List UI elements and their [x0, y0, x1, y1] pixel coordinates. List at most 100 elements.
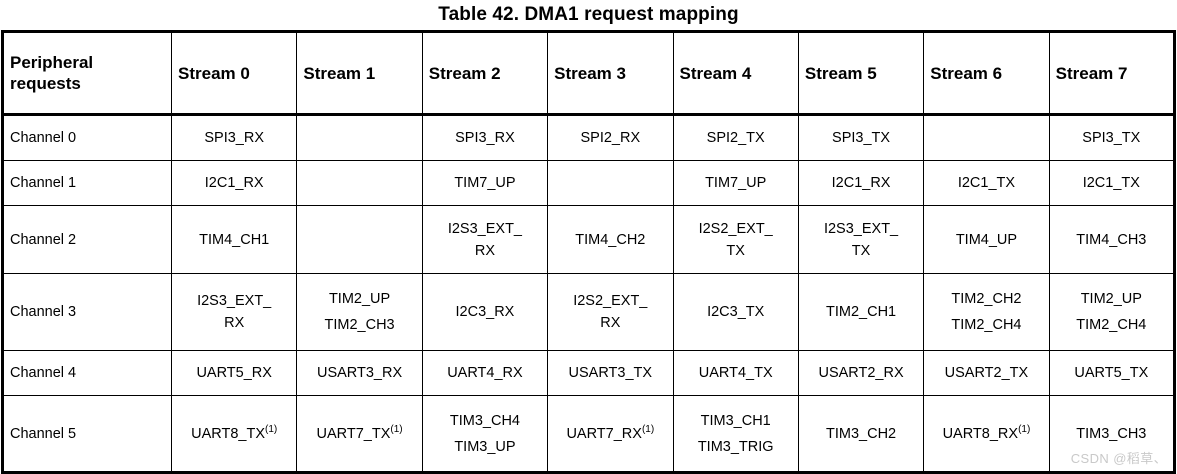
cell-ch3-stream2: I2C3_RX	[421, 273, 549, 351]
cell-ch3-stream0: I2S3_EXT_ RX	[170, 273, 298, 351]
cell-line: TIM4_UP	[955, 231, 1018, 248]
cell-content: I2C1_RX	[178, 170, 290, 196]
cell-content: I2S3_EXT_RX	[429, 218, 541, 262]
cell-line: TIM7_UP	[705, 175, 767, 191]
cell-line: I2C3_TX	[707, 304, 765, 320]
cell-line: I2S2_EXT_	[698, 220, 773, 237]
cell-line: TIM2_CH3	[324, 317, 395, 333]
cell-line: TIM7_UP	[454, 175, 516, 191]
column-header-stream-4: Stream 4	[672, 31, 799, 116]
cell-line: TIM4_CH2	[575, 231, 646, 248]
cell-ch2-stream2: I2S3_EXT_RX	[421, 205, 549, 274]
cell-line: TIM4_CH1	[199, 231, 270, 248]
column-header-stream-0: Stream 0	[170, 31, 298, 116]
cell-line: SPI3_RX	[455, 130, 515, 146]
cell-content: SPI3_TX	[805, 125, 917, 151]
cell-content: TIM3_CH3	[1056, 421, 1167, 447]
cell-content: TIM7_UP	[429, 170, 541, 196]
cell-ch2-stream5: I2S3_EXT_ TX	[797, 205, 925, 274]
cell-content: I2S3_EXT_ TX	[805, 218, 917, 262]
cell-line: TIM2_CH4	[951, 317, 1022, 333]
cell-line: I2S2_EXT_	[573, 293, 648, 309]
table-row: Channel 1 I2C1_RX TIM7_UP TIM7_UP I2C1_RX I2C…	[2, 160, 1176, 206]
cell-line: I2C1_RX	[204, 175, 264, 191]
footnote-marker: (1)	[390, 423, 403, 435]
cell-line: RX	[474, 242, 496, 259]
cell-content: UART8_RX(1)	[930, 421, 1042, 447]
cell-ch5-stream7: TIM3_CH3	[1048, 395, 1176, 473]
cell-line: TX	[726, 242, 745, 259]
cell-line: TIM2_UP	[1080, 291, 1142, 307]
cell-ch5-stream6: UART8_RX(1)	[923, 395, 1050, 473]
cell-ch4-stream6: USART2_TX	[923, 350, 1050, 396]
cell-line: UART4_TX	[698, 365, 773, 381]
cell-line: SPI3_RX	[204, 130, 265, 146]
cell-line: TIM2_UP	[328, 291, 391, 307]
cell-line: TX	[851, 242, 871, 259]
cell-line: I2S3_EXT_	[823, 220, 899, 237]
cell-line: I2S3_EXT_	[197, 293, 272, 309]
page-title: Table 42. DMA1 request mapping	[438, 4, 739, 25]
cell-line: TIM3_CH1	[700, 412, 771, 429]
cell-line: I2C1_TX	[957, 175, 1016, 191]
cell-ch4-stream2: UART4_RX	[421, 350, 549, 396]
cell-ch0-stream3: SPI2_RX	[547, 114, 674, 161]
cell-line: TIM3_TRIG	[697, 438, 774, 455]
cell-content: UART4_TX	[680, 360, 792, 386]
cell-content: UART7_RX(1)	[554, 421, 666, 447]
row-header-channel-1: Channel 1	[2, 160, 172, 206]
cell-line: USART2_RX	[818, 365, 904, 381]
cell-line: UART7_RX(1)	[566, 423, 655, 442]
cell-ch3-stream7: TIM2_UP TIM2_CH4	[1048, 273, 1176, 351]
cell-line: TIM3_UP	[454, 438, 516, 455]
cell-content: TIM3_CH2	[805, 421, 917, 447]
cell-line: TIM3_CH4	[449, 412, 520, 429]
cell-ch4-stream7: UART5_TX	[1048, 350, 1176, 396]
cell-line: TIM2_CH1	[826, 304, 897, 320]
cell-line: USART3_TX	[568, 365, 653, 381]
cell-line: I2C3_RX	[455, 304, 515, 320]
cell-ch3-stream5: TIM2_CH1	[797, 273, 925, 351]
cell-ch0-stream4: SPI2_TX	[672, 114, 799, 161]
cell-ch2-stream1	[296, 205, 423, 274]
row-header-channel-0: Channel 0	[2, 114, 172, 161]
cell-ch2-stream4: I2S2_EXT_ TX	[672, 205, 799, 274]
cell-ch1-stream6: I2C1_TX	[923, 160, 1050, 206]
cell-ch4-stream5: USART2_RX	[797, 350, 925, 396]
cell-content: I2C3_TX	[680, 299, 792, 325]
footnote-marker: (1)	[265, 423, 278, 435]
cell-content: I2C1_TX	[1056, 170, 1167, 196]
cell-content: TIM2_CH1	[805, 299, 917, 325]
cell-content: TIM4_CH2	[554, 227, 666, 253]
cell-line: UART8_RX(1)	[942, 423, 1031, 442]
cell-ch1-stream7: I2C1_TX	[1048, 160, 1176, 206]
cell-content: I2C1_RX	[805, 170, 917, 196]
column-header-stream-7: Stream 7	[1048, 31, 1176, 116]
cell-content: I2S2_EXT_ TX	[680, 218, 792, 262]
cell-line: TIM2_CH2	[951, 291, 1022, 307]
column-header-stream-6: Stream 6	[923, 31, 1050, 116]
cell-line: I2C1_TX	[1082, 175, 1140, 191]
cell-line: UART5_TX	[1074, 365, 1149, 381]
cell-ch3-stream1: TIM2_UP TIM2_CH3	[296, 273, 423, 351]
row-header-channel-2: Channel 2	[2, 205, 172, 274]
cell-line: RX	[224, 315, 245, 331]
cell-line: TIM3_CH2	[826, 425, 897, 442]
cell-content: I2S2_EXT_ RX	[554, 290, 666, 334]
cell-content: USART3_TX	[554, 360, 666, 386]
cell-ch1-stream3	[547, 160, 674, 206]
cell-content: TIM4_UP	[930, 227, 1042, 253]
column-header-stream-1: Stream 1	[296, 31, 423, 116]
cell-line: I2C1_RX	[831, 175, 891, 191]
cell-content: USART2_RX	[805, 360, 917, 386]
cell-line: USART2_TX	[944, 365, 1029, 381]
cell-line: TIM2_CH4	[1076, 317, 1147, 333]
cell-line: RX	[600, 315, 621, 331]
